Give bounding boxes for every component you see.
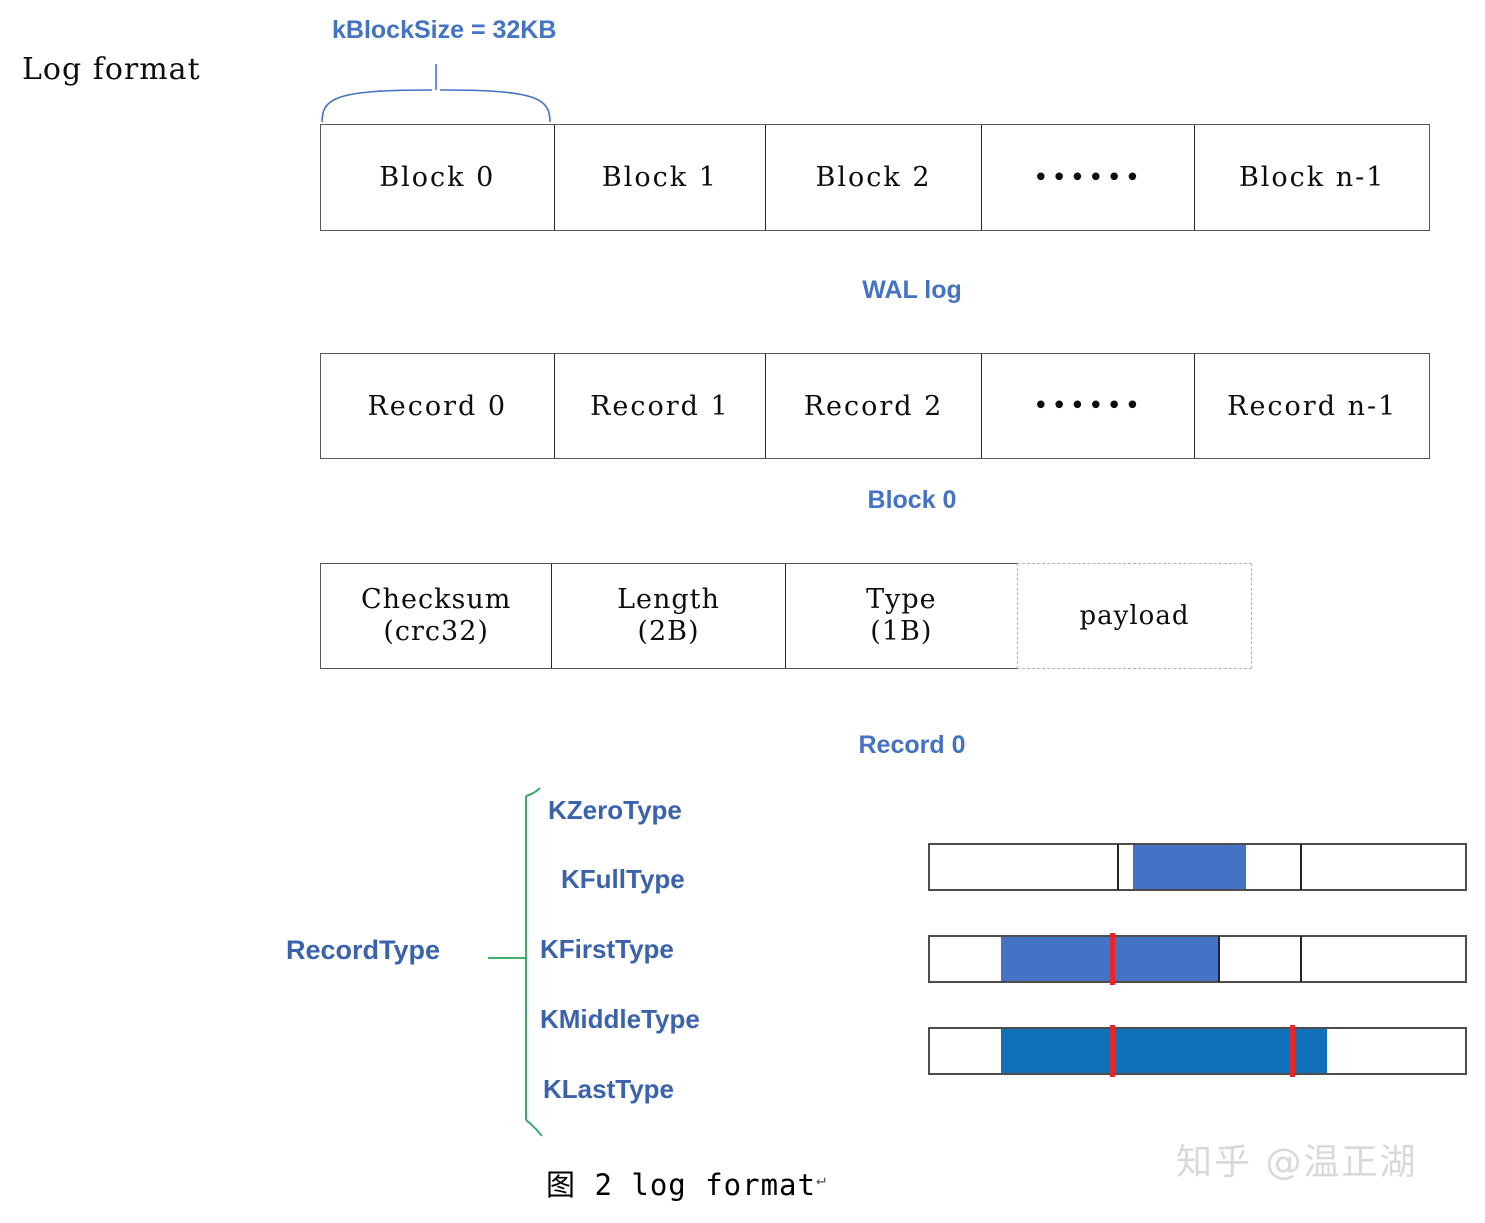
- record-cell-last: Record n-1: [1227, 390, 1398, 422]
- field-checksum: Checksum (crc32): [321, 564, 553, 668]
- figure-caption: 图 2 log format↵: [546, 1162, 827, 1204]
- record-type-item-kmiddletype: KMiddleType: [540, 1004, 700, 1034]
- block-cell-2: Block 2: [766, 125, 982, 230]
- first-last-type-bar-segment-0: [1000, 937, 1218, 981]
- record-type-item-kfulltype: KFullType: [561, 864, 685, 894]
- full-type-bar-divider-1: [1299, 844, 1302, 890]
- block-cell-1: Block 1: [555, 125, 767, 230]
- block-cell-0: Block 0: [321, 125, 555, 230]
- first-middle-last-type-bar: [928, 1027, 1467, 1075]
- record-cell-0: Record 0: [321, 354, 555, 458]
- wal-log-caption: WAL log: [862, 276, 962, 304]
- full-type-bar-divider-0: [1116, 844, 1119, 890]
- first-middle-last-type-bar-boundary-marker-1: [1290, 1025, 1296, 1077]
- first-last-type-bar-boundary-marker-0: [1110, 933, 1116, 985]
- record0-fields-row: Checksum (crc32) Length (2B) Type (1B): [320, 563, 1018, 669]
- field-type-name: Type: [866, 584, 937, 616]
- figure-caption-text: 图 2 log format: [546, 1168, 816, 1202]
- field-length-size: (2B): [637, 616, 700, 647]
- first-last-type-bar-divider-0: [1217, 936, 1220, 982]
- record-type-item-kzerotype: KZeroType: [548, 795, 682, 825]
- full-type-bar-segment-0: [1132, 845, 1246, 889]
- record-type-brace-icon: [488, 787, 543, 1137]
- block0-caption: Block 0: [867, 486, 957, 514]
- full-type-bar: [928, 843, 1467, 891]
- record-cell-1: Record 1: [555, 354, 767, 458]
- first-last-type-bar: [928, 935, 1467, 983]
- record0-caption: Record 0: [858, 731, 966, 759]
- block-size-brace-icon: [321, 64, 551, 123]
- block-cell-last: Block n-1: [1238, 162, 1386, 193]
- field-checksum-size: (crc32): [383, 616, 489, 647]
- record-type-label: RecordType: [286, 935, 441, 965]
- field-payload: payload: [1017, 563, 1252, 669]
- field-checksum-name: Checksum: [360, 584, 512, 616]
- field-length-name: Length: [617, 584, 720, 616]
- record-cell-2: Record 2: [766, 354, 982, 458]
- block-size-annotation: kBlockSize = 32KB: [332, 16, 557, 44]
- block0-records-row: Record 0 Record 1 Record 2 •••••• Record…: [320, 353, 1430, 459]
- record-type-item-kfirsttype: KFirstType: [540, 934, 674, 964]
- paragraph-mark-icon: ↵: [815, 1169, 827, 1189]
- field-type-size: (1B): [870, 616, 933, 647]
- first-middle-last-type-bar-boundary-marker-0: [1110, 1025, 1116, 1077]
- wal-log-row: Block 0 Block 1 Block 2 •••••• Block n-1: [320, 124, 1430, 231]
- watermark: 知乎 @温正湖: [1176, 1142, 1418, 1183]
- field-length: Length (2B): [552, 564, 786, 668]
- record-cell-ellipsis: ••••••: [982, 354, 1196, 458]
- record-type-item-klasttype: KLastType: [543, 1074, 674, 1104]
- first-last-type-bar-divider-1: [1299, 936, 1302, 982]
- block-cell-ellipsis: ••••••: [982, 125, 1196, 230]
- first-middle-last-type-bar-segment-0: [1000, 1029, 1327, 1073]
- field-type: Type (1B): [786, 564, 1017, 668]
- page-title: Log format: [22, 52, 201, 87]
